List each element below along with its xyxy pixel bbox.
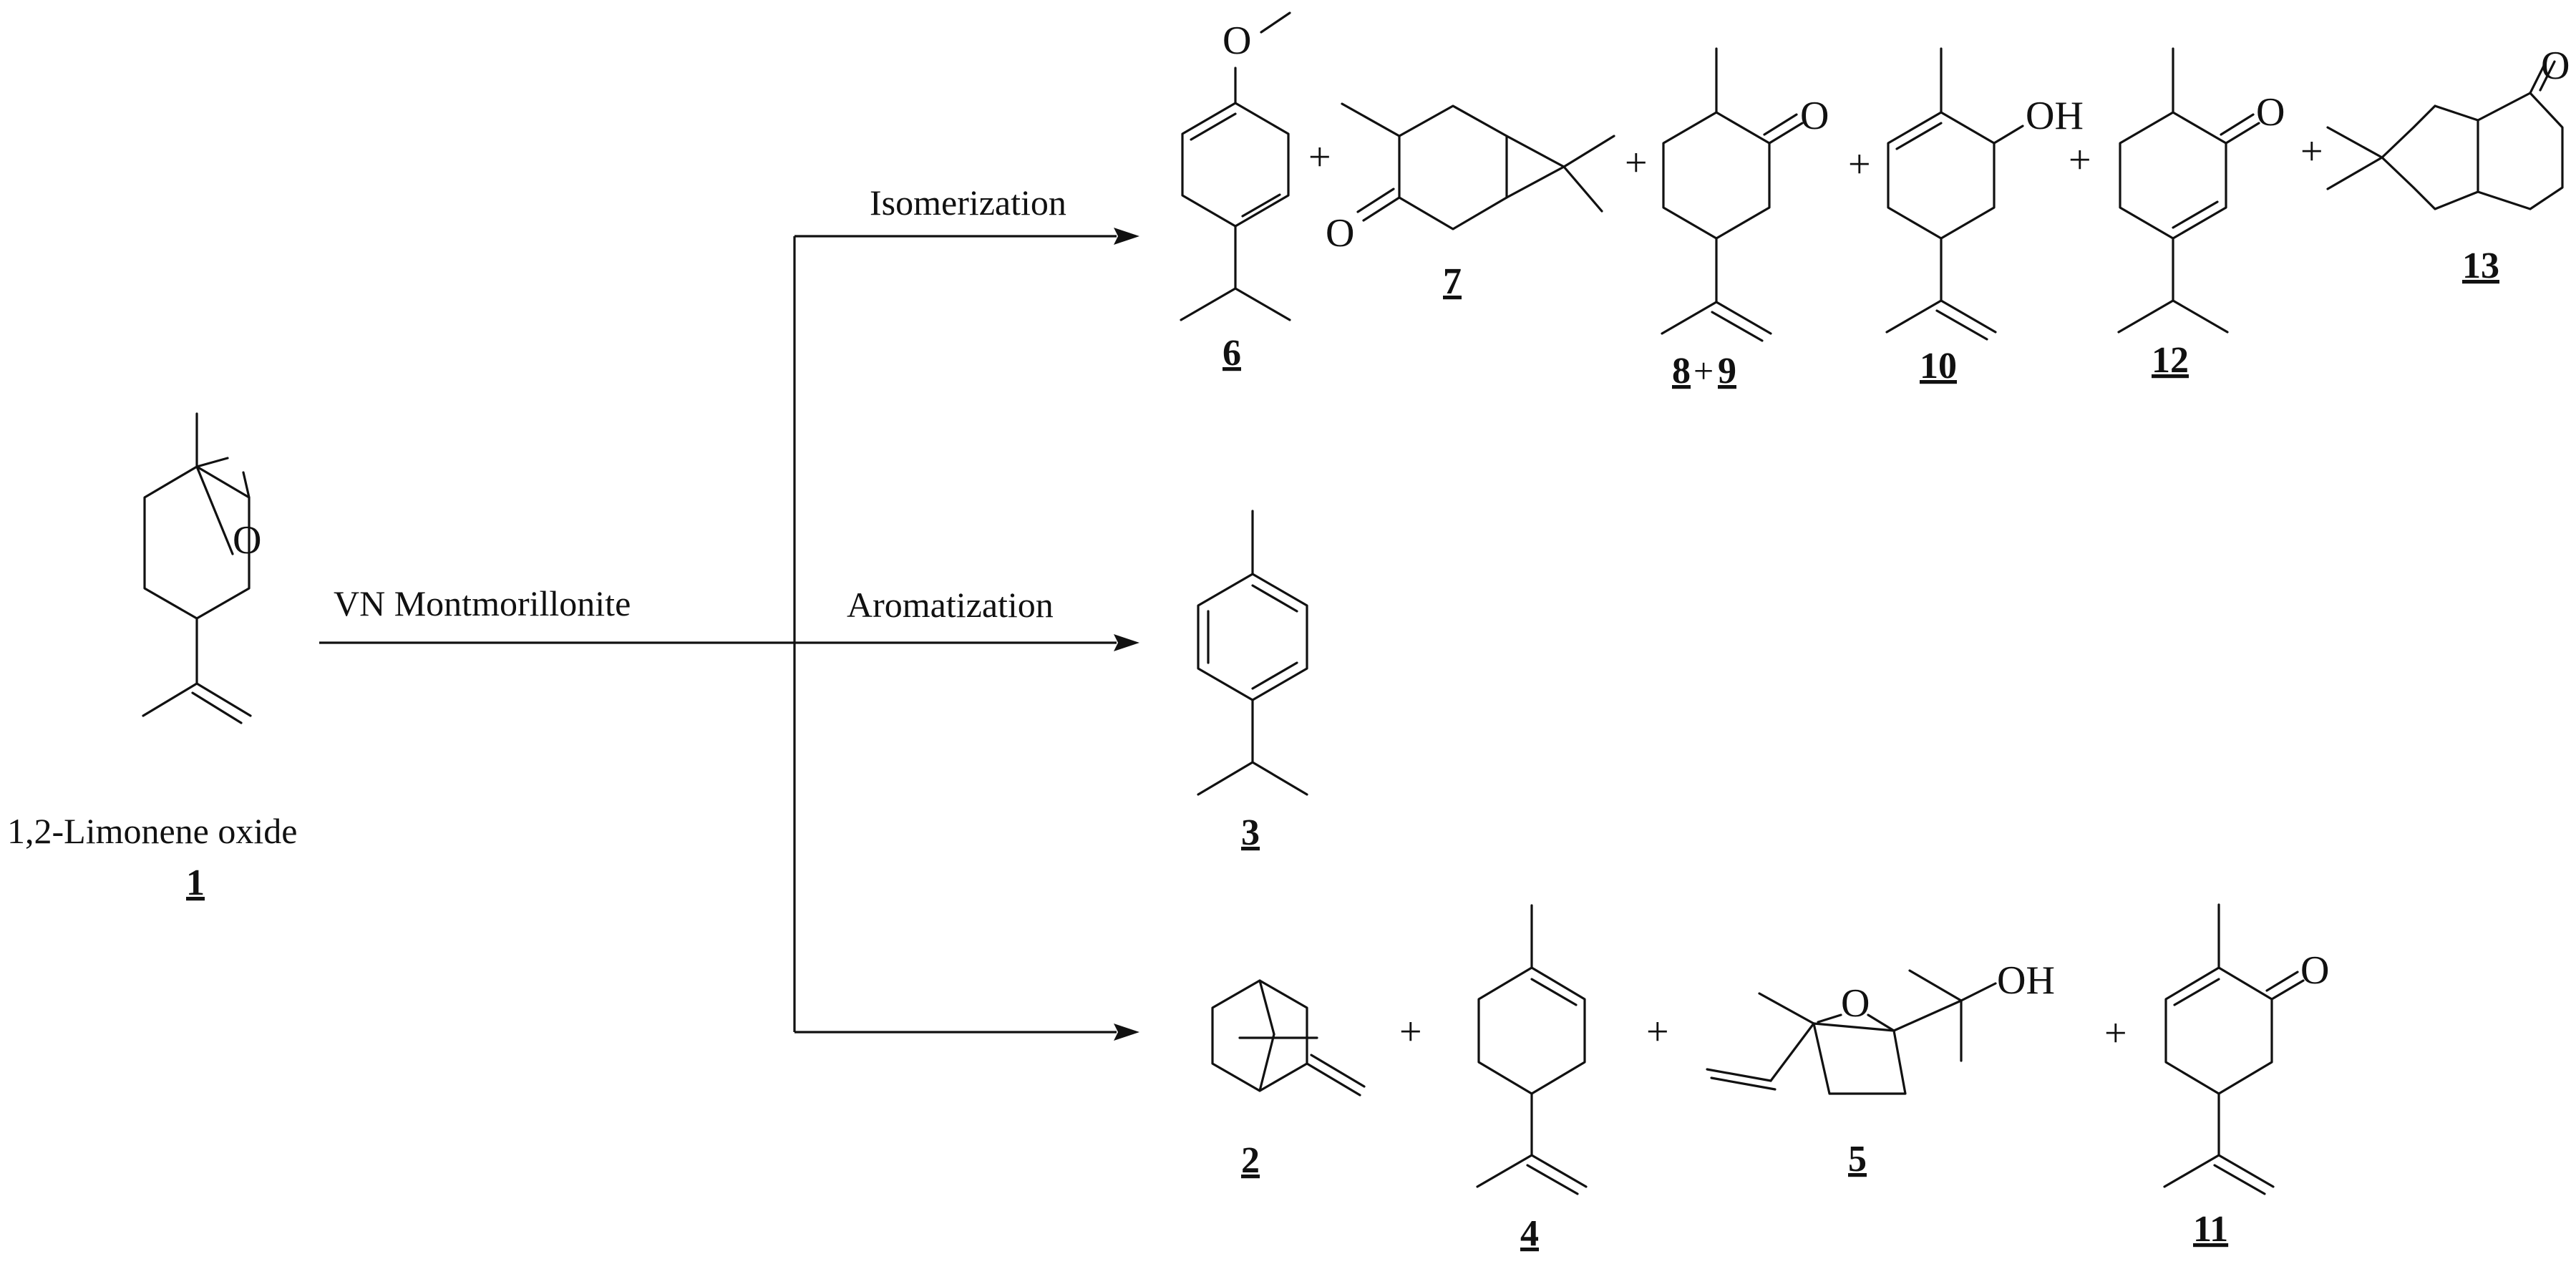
compound-11-label: 11 xyxy=(2193,1209,2228,1250)
structure-compound-5 xyxy=(1706,969,1997,1095)
plus-sign-6: + xyxy=(1399,1010,1422,1054)
plus-sign-3: + xyxy=(1848,142,1871,187)
compound-1-label: 1 xyxy=(186,862,205,903)
compound-6-oxygen-label: O xyxy=(1223,19,1251,63)
structure-limonene-oxide xyxy=(142,412,252,724)
plus-sign-2: + xyxy=(1625,141,1648,185)
structure-compound-7 xyxy=(1341,102,1615,230)
structure-compound-8-9 xyxy=(1661,47,1804,342)
compound-10-oh-label: OH xyxy=(2026,94,2084,138)
aromatization-label: Aromatization xyxy=(847,585,1054,625)
compound-4-label: 4 xyxy=(1520,1213,1539,1254)
compound-12-oxygen-label: O xyxy=(2256,90,2285,135)
compound-3-label: 3 xyxy=(1241,812,1260,853)
aromatization-arrowhead-icon xyxy=(1114,634,1139,651)
plus-sign-4: + xyxy=(2069,138,2091,183)
compound-13-label: 13 xyxy=(2462,245,2499,286)
compound-5-oxygen-label: O xyxy=(1841,981,1870,1026)
compound-11-oxygen-label: O xyxy=(2300,948,2329,993)
structure-compound-12 xyxy=(2117,47,2260,334)
plus-sign-8: + xyxy=(2104,1011,2127,1056)
compound-5-label: 5 xyxy=(1848,1139,1867,1180)
compound-8-label: 8 xyxy=(1672,351,1691,392)
structure-compound-6 xyxy=(1180,11,1291,321)
structure-compound-10 xyxy=(1885,47,2024,341)
reactant-name-label: 1,2-Limonene oxide xyxy=(7,811,297,851)
structure-compound-4 xyxy=(1476,904,1588,1195)
compound-7-label: 7 xyxy=(1443,261,1462,302)
compound-9-label: 9 xyxy=(1718,351,1736,392)
compound-5-oh-label: OH xyxy=(1997,958,2055,1003)
reagent-label: VN Montmorillonite xyxy=(334,583,631,623)
compound-6-label: 6 xyxy=(1223,333,1241,374)
plus-sign-1: + xyxy=(1308,135,1331,180)
isomerization-label: Isomerization xyxy=(870,183,1066,223)
structure-compound-3 xyxy=(1197,510,1308,796)
compound-7-oxygen-label: O xyxy=(1326,211,1354,256)
compound-8-9-oxygen-label: O xyxy=(1800,94,1829,138)
reaction-arrows xyxy=(319,228,1139,1041)
compound-2-label: 2 xyxy=(1241,1140,1260,1181)
plus-sign-7: + xyxy=(1646,1010,1669,1054)
compound-13-oxygen-label: O xyxy=(2541,44,2570,88)
isomerization-arrowhead-icon xyxy=(1114,228,1139,245)
structure-compound-11 xyxy=(2163,903,2305,1195)
plus-sign-5: + xyxy=(2300,130,2323,174)
compound-12-label: 12 xyxy=(2152,340,2189,381)
structure-compound-13 xyxy=(2326,60,2564,210)
bottom-arrowhead-icon xyxy=(1114,1024,1139,1041)
compound-8-9-plus: + xyxy=(1693,351,1714,391)
reactant-oxygen-label: O xyxy=(233,518,261,563)
structure-compound-2 xyxy=(1211,979,1366,1097)
compound-10-label: 10 xyxy=(1920,346,1957,387)
